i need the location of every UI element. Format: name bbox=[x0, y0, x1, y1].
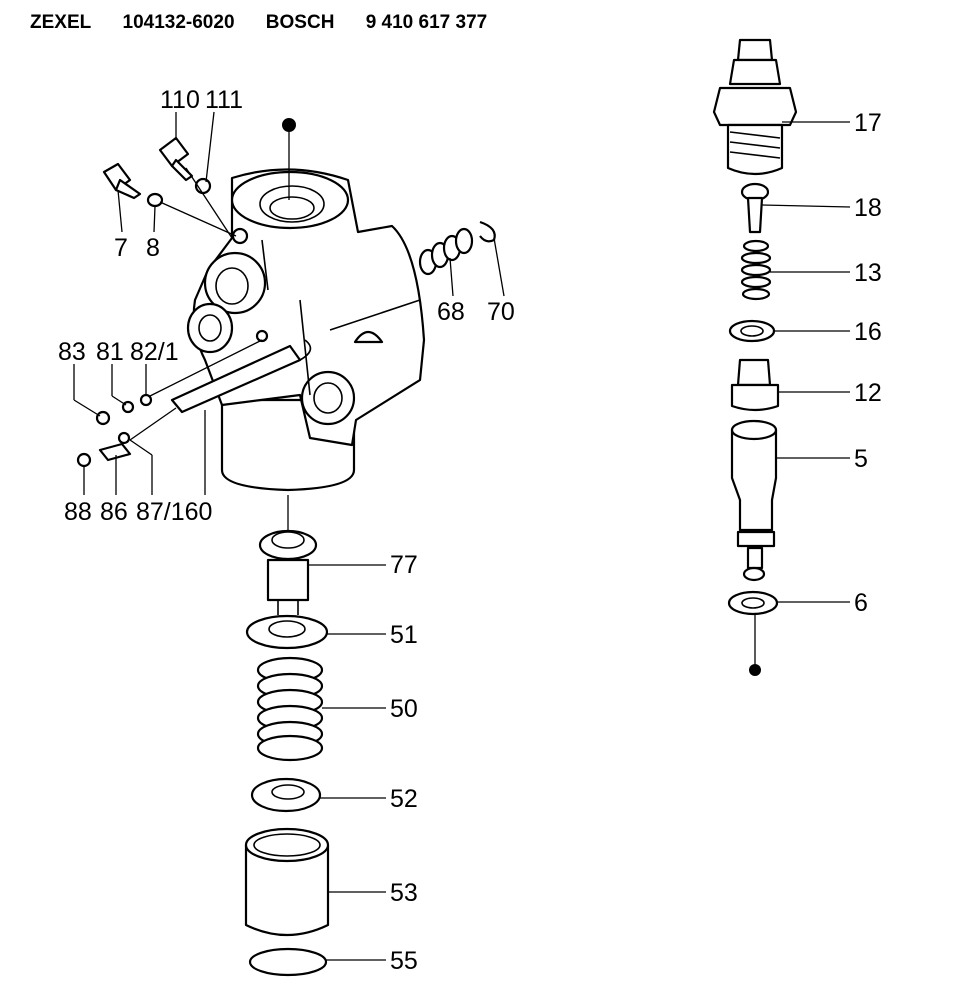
label-50: 50 bbox=[390, 695, 418, 723]
label-13: 13 bbox=[854, 259, 882, 287]
leader-lines bbox=[73, 111, 851, 961]
reference-dot-right bbox=[749, 664, 761, 676]
label-88: 88 bbox=[64, 498, 92, 526]
label-111: 111 bbox=[205, 86, 243, 114]
part-labels: 110 111 7 8 68 70 83 81 82/1 88 86 87/16… bbox=[58, 86, 882, 975]
pump-housing bbox=[170, 168, 426, 492]
label-86: 86 bbox=[100, 498, 128, 526]
label-12: 12 bbox=[854, 379, 882, 407]
clip-70 bbox=[479, 220, 496, 243]
label-8: 8 bbox=[146, 234, 160, 262]
part-number-zexel: 104132-6020 bbox=[122, 12, 235, 33]
gasket-16 bbox=[728, 319, 776, 343]
label-87-160: 87/160 bbox=[136, 498, 212, 526]
screw-88 bbox=[76, 452, 92, 468]
label-55: 55 bbox=[390, 947, 418, 975]
spring-50 bbox=[256, 656, 324, 762]
washer-51 bbox=[245, 614, 329, 650]
plate-86 bbox=[98, 442, 132, 462]
plunger-barrel-5 bbox=[730, 419, 778, 582]
delivery-valve-holder-17 bbox=[712, 38, 798, 176]
washer-8 bbox=[146, 192, 164, 208]
part-number-bosch: 9 410 617 377 bbox=[365, 12, 488, 33]
label-51: 51 bbox=[390, 621, 418, 649]
label-7: 7 bbox=[114, 234, 128, 262]
label-16: 16 bbox=[854, 318, 882, 346]
washer-82-1 bbox=[139, 393, 153, 407]
sleeve-77 bbox=[258, 529, 318, 615]
label-68: 68 bbox=[437, 298, 465, 326]
label-82-1: 82/1 bbox=[130, 338, 179, 366]
brand-zexel: ZEXEL bbox=[30, 12, 92, 33]
screw-83 bbox=[95, 410, 111, 426]
label-83: 83 bbox=[58, 338, 86, 366]
label-77: 77 bbox=[390, 551, 418, 579]
valve-18 bbox=[740, 182, 770, 234]
label-6: 6 bbox=[854, 589, 868, 617]
washer-6 bbox=[727, 590, 779, 616]
label-52: 52 bbox=[390, 785, 418, 813]
spring-seat-52 bbox=[250, 777, 322, 813]
label-5: 5 bbox=[854, 445, 868, 473]
valve-seat-12 bbox=[730, 358, 780, 412]
snap-ring-55 bbox=[248, 947, 328, 977]
label-17: 17 bbox=[854, 109, 882, 137]
diagram-header: ZEXEL 104132-6020 BOSCH 9 410 617 377 bbox=[30, 12, 513, 42]
label-70: 70 bbox=[487, 298, 515, 326]
reference-dot-top bbox=[282, 118, 296, 132]
sleeve-53 bbox=[244, 827, 330, 937]
spring-68 bbox=[418, 227, 474, 276]
label-18: 18 bbox=[854, 194, 882, 222]
bolt-110 bbox=[158, 136, 194, 182]
brand-bosch: BOSCH bbox=[265, 12, 335, 33]
label-110: 110 bbox=[160, 86, 200, 114]
spring-13 bbox=[740, 239, 772, 301]
bolt-7 bbox=[102, 162, 142, 200]
washer-87 bbox=[117, 431, 131, 445]
label-81: 81 bbox=[96, 338, 124, 366]
label-53: 53 bbox=[390, 879, 418, 907]
